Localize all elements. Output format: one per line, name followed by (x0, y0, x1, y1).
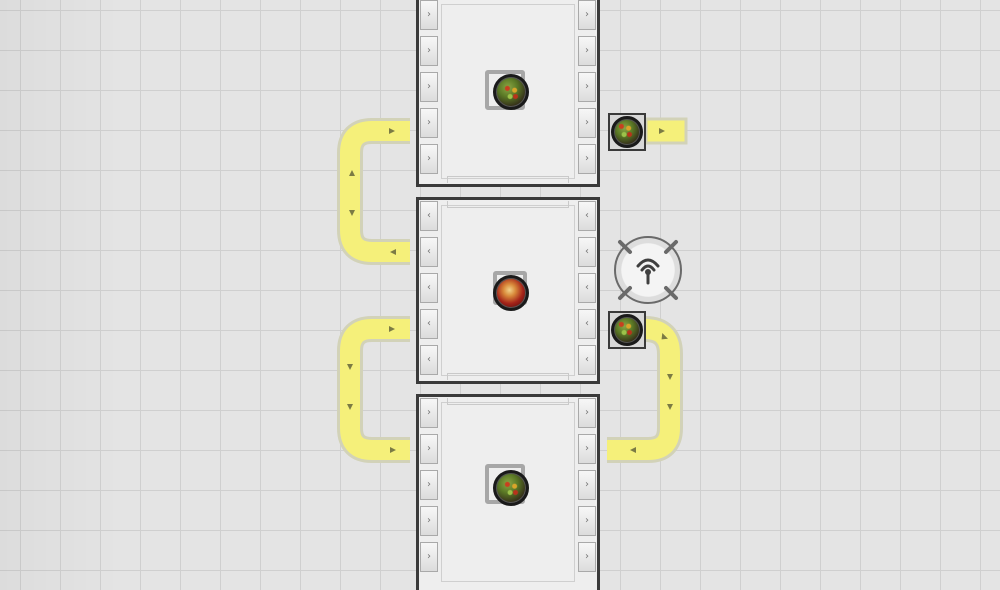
machine-bottom-edge (419, 184, 597, 187)
slot[interactable]: › (578, 470, 596, 500)
slot[interactable]: ‹ (420, 309, 438, 339)
slot[interactable]: ‹ (420, 237, 438, 267)
output-holder-middle[interactable] (608, 311, 646, 349)
slot[interactable]: › (420, 36, 438, 66)
slot[interactable]: › (578, 506, 596, 536)
slot[interactable]: › (578, 108, 596, 138)
machine-top[interactable]: › › › › › › › › › › (416, 0, 600, 187)
slot[interactable]: › (420, 470, 438, 500)
input-slots-left: › › › › › (419, 0, 439, 180)
slot[interactable]: ‹ (578, 237, 596, 267)
output-holder-top[interactable] (608, 113, 646, 151)
slot[interactable]: ‹ (578, 273, 596, 303)
slot[interactable]: › (420, 542, 438, 572)
input-slots-right: › › › › › (577, 398, 597, 578)
slot[interactable]: › (420, 398, 438, 428)
slot[interactable]: ‹ (420, 345, 438, 375)
slot[interactable]: › (578, 144, 596, 174)
slot[interactable]: › (578, 398, 596, 428)
salad-bowl-icon (611, 314, 643, 346)
conveyor-belt-output (644, 117, 688, 145)
slot[interactable]: ‹ (578, 201, 596, 231)
slot[interactable]: › (578, 542, 596, 572)
slot[interactable]: › (420, 108, 438, 138)
slot[interactable]: › (420, 506, 438, 536)
machine-middle[interactable]: ‹ ‹ ‹ ‹ ‹ ‹ ‹ ‹ ‹ ‹ (416, 197, 600, 384)
slot[interactable]: › (420, 72, 438, 102)
slot[interactable]: › (578, 0, 596, 30)
slot[interactable]: ‹ (420, 273, 438, 303)
slot[interactable]: ‹ (578, 345, 596, 375)
slot[interactable]: ‹ (420, 201, 438, 231)
slot[interactable]: ‹ (578, 309, 596, 339)
input-slots-left: ‹ ‹ ‹ ‹ ‹ (419, 201, 439, 381)
slot[interactable]: › (578, 434, 596, 464)
tomato-soup-icon[interactable] (493, 275, 529, 311)
machine-bottom[interactable]: › › › › › › › › › › (416, 394, 600, 590)
slot[interactable]: › (420, 144, 438, 174)
input-slots-right: › › › › › (577, 0, 597, 180)
slot[interactable]: › (578, 72, 596, 102)
salad-bowl-icon[interactable] (493, 470, 529, 506)
slot[interactable]: › (578, 36, 596, 66)
salad-bowl-icon[interactable] (493, 74, 529, 110)
salad-bowl-icon (611, 116, 643, 148)
input-slots-right: ‹ ‹ ‹ ‹ ‹ (577, 201, 597, 381)
conveyor-arrows (347, 128, 673, 453)
slot[interactable]: › (420, 434, 438, 464)
signal-button[interactable] (614, 236, 682, 304)
input-slots-left: › › › › › (419, 398, 439, 578)
slot[interactable]: › (420, 0, 438, 30)
antenna-signal-icon (618, 240, 678, 300)
